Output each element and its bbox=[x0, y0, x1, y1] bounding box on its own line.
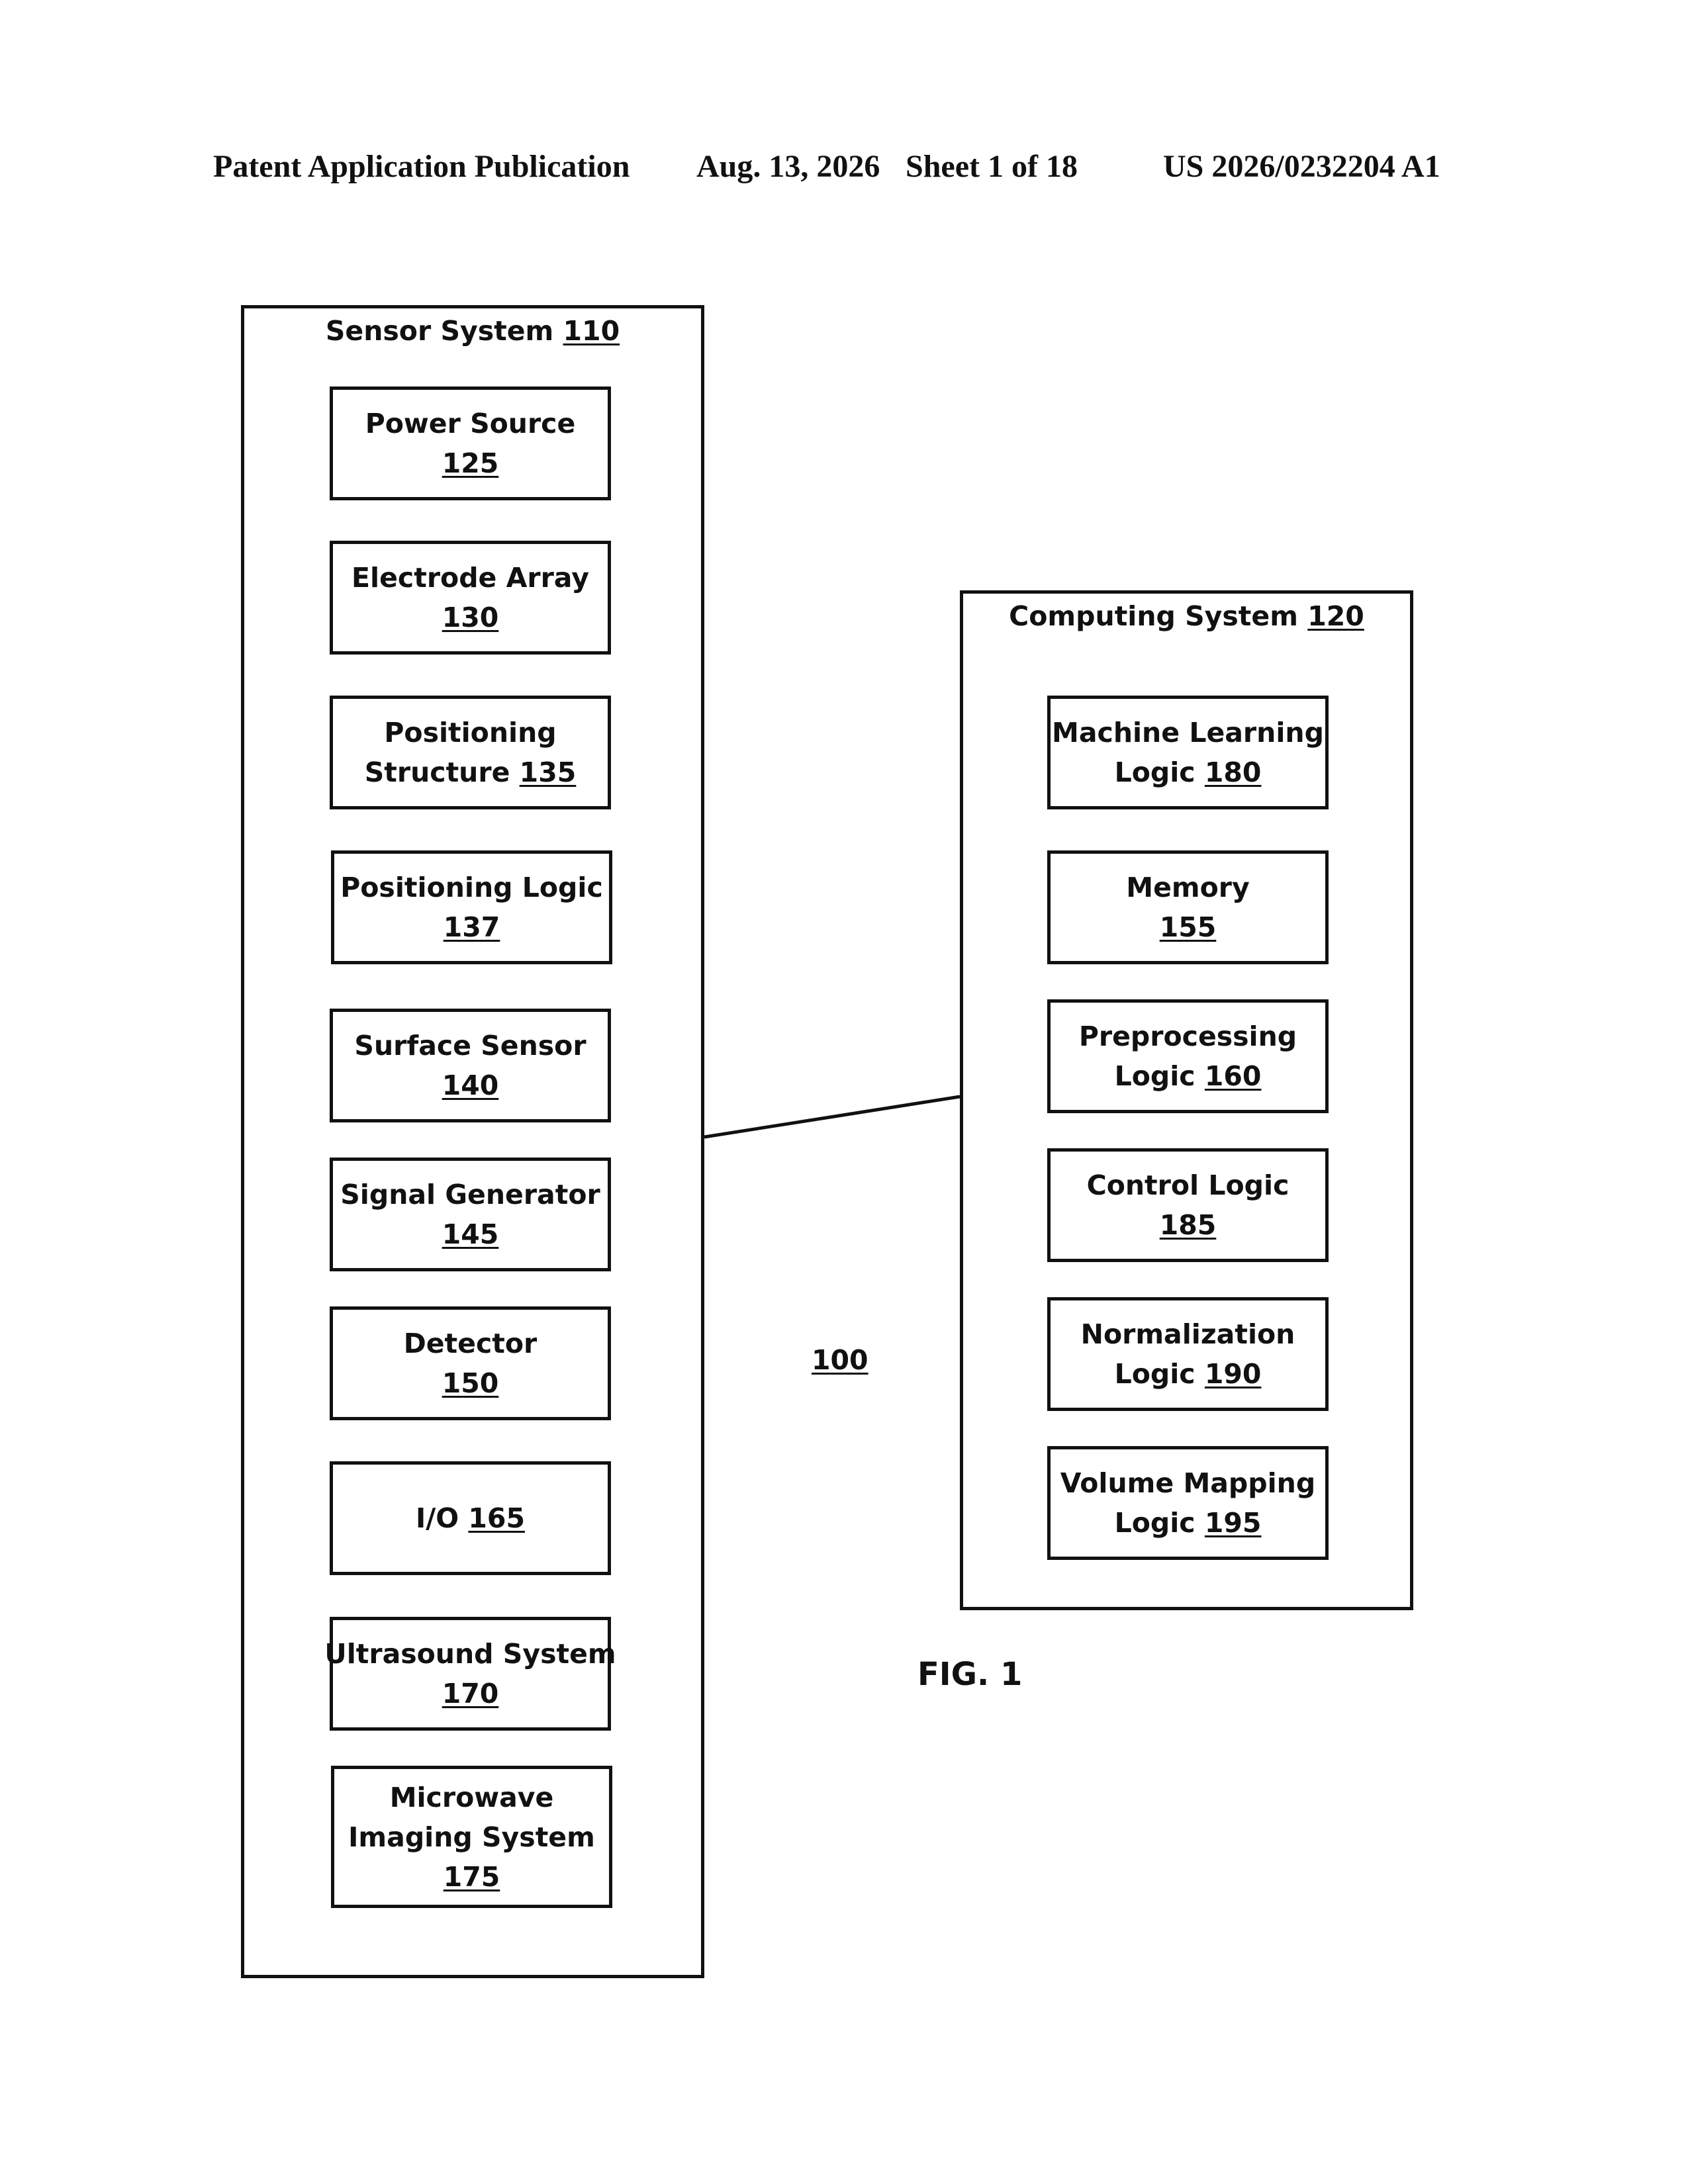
component-label-text: I/O bbox=[416, 1502, 459, 1534]
component-label: Ultrasound System bbox=[324, 1634, 616, 1674]
component-ref: 145 bbox=[442, 1214, 499, 1254]
header-sheet: Sheet 1 of 18 bbox=[906, 147, 1078, 187]
header-date: Aug. 13, 2026 bbox=[696, 147, 880, 187]
component-ref: 155 bbox=[1160, 907, 1217, 947]
component-ref: 170 bbox=[442, 1674, 499, 1713]
detector-box: Detector 150 bbox=[330, 1306, 611, 1420]
component-label-text: Logic bbox=[1115, 1060, 1196, 1092]
component-ref: 125 bbox=[442, 443, 499, 483]
signal-generator-box: Signal Generator 145 bbox=[330, 1158, 611, 1271]
component-ref: 135 bbox=[520, 756, 577, 788]
component-label: Positioning Logic bbox=[340, 868, 603, 907]
ultrasound-system-box: Ultrasound System 170 bbox=[330, 1617, 611, 1731]
component-label: Positioning bbox=[384, 713, 556, 752]
component-ref: 165 bbox=[468, 1502, 525, 1534]
component-ref: 185 bbox=[1160, 1205, 1217, 1245]
component-label: Memory bbox=[1126, 868, 1249, 907]
component-label: Preprocessing bbox=[1079, 1017, 1297, 1056]
header-publication: Patent Application Publication bbox=[213, 147, 630, 187]
normalization-logic-box: Normalization Logic 190 bbox=[1047, 1297, 1329, 1411]
component-label: Normalization bbox=[1081, 1314, 1295, 1354]
machine-learning-logic-box: Machine Learning Logic 180 bbox=[1047, 696, 1329, 809]
component-ref: 137 bbox=[444, 907, 500, 947]
component-ref: 195 bbox=[1205, 1507, 1262, 1539]
computing-system-title-text: Computing System bbox=[1009, 600, 1298, 632]
sensor-system-title-text: Sensor System bbox=[326, 315, 553, 347]
component-label-text: Logic bbox=[1115, 756, 1196, 788]
component-label-text: Structure bbox=[365, 756, 510, 788]
component-label-line2: Logic 190 bbox=[1115, 1354, 1262, 1394]
power-source-box: Power Source 125 bbox=[330, 387, 611, 500]
microwave-imaging-system-box: Microwave Imaging System 175 bbox=[331, 1766, 612, 1908]
component-ref: 180 bbox=[1205, 756, 1262, 788]
header-publication-number: US 2026/0232204 A1 bbox=[1163, 147, 1440, 187]
component-label: Power Source bbox=[365, 404, 576, 443]
component-label: Surface Sensor bbox=[354, 1026, 586, 1066]
component-ref: 175 bbox=[444, 1857, 500, 1897]
component-ref: 130 bbox=[442, 598, 499, 637]
electrode-array-box: Electrode Array 130 bbox=[330, 541, 611, 655]
preprocessing-logic-box: Preprocessing Logic 160 bbox=[1047, 999, 1329, 1113]
computing-system-title: Computing System 120 bbox=[960, 596, 1413, 636]
component-ref: 160 bbox=[1205, 1060, 1262, 1092]
component-label: Electrode Array bbox=[352, 558, 589, 598]
sensor-system-ref: 110 bbox=[563, 315, 620, 347]
component-label-text: Logic bbox=[1115, 1358, 1196, 1390]
component-label: Machine Learning bbox=[1052, 713, 1324, 752]
component-ref: 140 bbox=[442, 1066, 499, 1105]
positioning-structure-box: Positioning Structure 135 bbox=[330, 696, 611, 809]
sensor-system-title: Sensor System 110 bbox=[241, 311, 704, 351]
component-label-line2: Logic 195 bbox=[1115, 1503, 1262, 1543]
component-label-line2: Structure 135 bbox=[365, 752, 577, 792]
control-logic-box: Control Logic 185 bbox=[1047, 1148, 1329, 1262]
component-label-text: Logic bbox=[1115, 1507, 1196, 1539]
positioning-logic-box: Positioning Logic 137 bbox=[331, 850, 612, 964]
component-label-line: I/O 165 bbox=[416, 1498, 525, 1538]
component-label: Microwave bbox=[390, 1778, 554, 1817]
component-label: Volume Mapping bbox=[1060, 1463, 1315, 1503]
computing-system-ref: 120 bbox=[1307, 600, 1364, 632]
component-ref: 150 bbox=[442, 1363, 499, 1403]
io-box: I/O 165 bbox=[330, 1461, 611, 1575]
component-label-line2: Logic 160 bbox=[1115, 1056, 1262, 1096]
volume-mapping-logic-box: Volume Mapping Logic 195 bbox=[1047, 1446, 1329, 1560]
system-reference-number: 100 bbox=[812, 1340, 868, 1380]
component-label: Detector bbox=[404, 1324, 538, 1363]
component-ref: 190 bbox=[1205, 1358, 1262, 1390]
component-label: Signal Generator bbox=[340, 1175, 600, 1214]
memory-box: Memory 155 bbox=[1047, 850, 1329, 964]
component-label-line2: Logic 180 bbox=[1115, 752, 1262, 792]
component-label: Control Logic bbox=[1087, 1165, 1289, 1205]
figure-label: FIG. 1 bbox=[917, 1655, 1022, 1694]
component-label-line2: Imaging System bbox=[348, 1817, 595, 1857]
surface-sensor-box: Surface Sensor 140 bbox=[330, 1009, 611, 1122]
